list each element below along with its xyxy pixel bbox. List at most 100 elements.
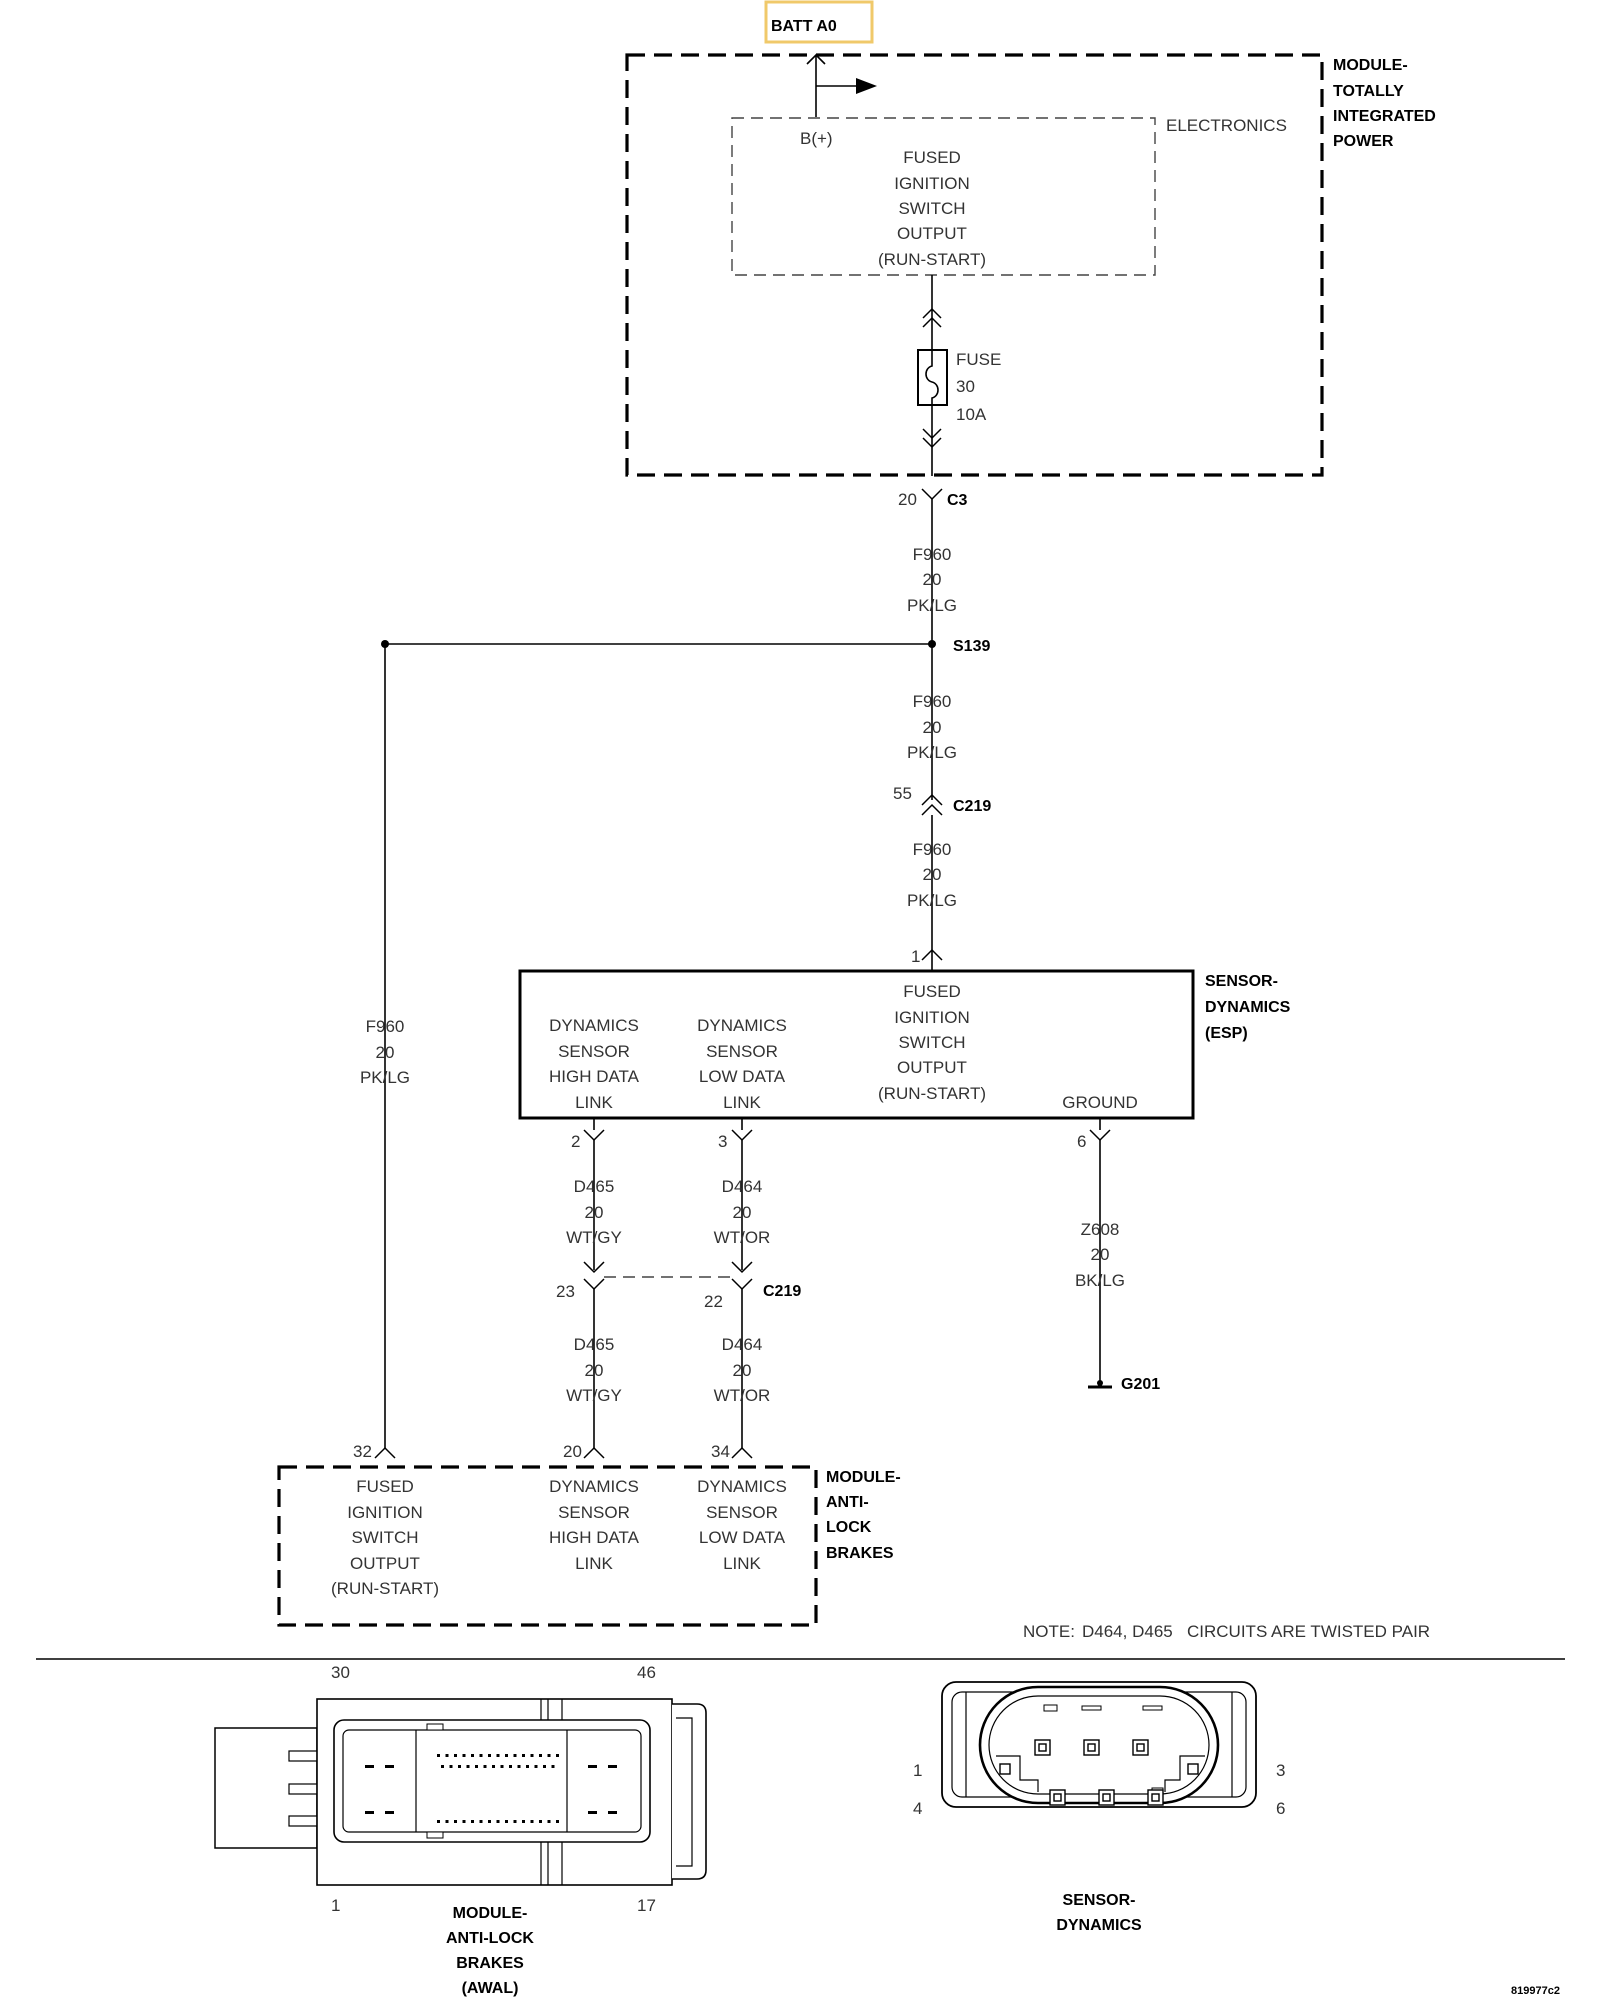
svg-text:20: 20 xyxy=(733,1361,752,1380)
svg-text:WT/GY: WT/GY xyxy=(566,1386,622,1405)
svg-text:SWITCH: SWITCH xyxy=(898,199,965,218)
svg-text:DYNAMICS: DYNAMICS xyxy=(1205,999,1291,1016)
svg-text:SENSOR: SENSOR xyxy=(706,1042,778,1061)
svg-text:55: 55 xyxy=(893,784,912,803)
svg-text:(AWAL): (AWAL) xyxy=(462,1980,519,1997)
abs-connector-pin-numbers: 30 46 1 17 xyxy=(331,1663,656,1915)
svg-text:(RUN-START): (RUN-START) xyxy=(878,1084,986,1103)
svg-text:HIGH DATA: HIGH DATA xyxy=(549,1067,640,1086)
svg-text:G201: G201 xyxy=(1121,1376,1160,1393)
svg-text:20: 20 xyxy=(585,1203,604,1222)
abs-pin-dot xyxy=(556,1820,559,1823)
esp-ground-label: GROUND xyxy=(1062,1093,1138,1112)
svg-text:20: 20 xyxy=(923,570,942,589)
bplus-label: B(+) xyxy=(800,129,833,148)
svg-text:BRAKES: BRAKES xyxy=(456,1955,524,1972)
twisted-pair-note: NOTE: D464, D465 CIRCUITS ARE TWISTED PA… xyxy=(1023,1622,1430,1641)
abs-pin-dot xyxy=(522,1820,525,1823)
svg-text:20: 20 xyxy=(898,490,917,509)
svg-text:D465: D465 xyxy=(574,1335,615,1354)
abs-pin-dot xyxy=(496,1754,500,1757)
abs-pin-dot xyxy=(483,1765,487,1768)
svg-text:INTEGRATED: INTEGRATED xyxy=(1333,108,1436,125)
svg-text:1: 1 xyxy=(331,1896,340,1915)
svg-text:C219: C219 xyxy=(953,798,991,815)
abs-pin-dot xyxy=(437,1820,440,1823)
svg-text:DYNAMICS: DYNAMICS xyxy=(549,1016,639,1035)
esp-low-data-link: DYNAMICS SENSOR LOW DATA LINK xyxy=(697,1016,787,1112)
sensor-dynamics-esp-box xyxy=(518,969,1195,1120)
svg-text:6: 6 xyxy=(1276,1799,1285,1818)
wire-d464-upper: D464 20 WT/OR xyxy=(714,1177,771,1247)
abs-pin-dot xyxy=(547,1754,551,1757)
electronics-box xyxy=(731,117,1156,276)
svg-text:IGNITION: IGNITION xyxy=(347,1503,423,1522)
svg-text:6: 6 xyxy=(1077,1132,1086,1151)
abs-pin-dot xyxy=(530,1754,534,1757)
esp-high-data-link: DYNAMICS SENSOR HIGH DATA LINK xyxy=(549,1016,640,1112)
esp-connector-face xyxy=(941,1681,1257,1808)
svg-text:WT/OR: WT/OR xyxy=(714,1386,771,1405)
abs-pin-dot xyxy=(471,1754,474,1757)
svg-text:20: 20 xyxy=(733,1203,752,1222)
svg-text:LINK: LINK xyxy=(575,1554,613,1573)
svg-text:ANTI-: ANTI- xyxy=(826,1494,869,1511)
svg-text:D465: D465 xyxy=(574,1177,615,1196)
abs-pin-dot xyxy=(509,1765,512,1768)
svg-text:POWER: POWER xyxy=(1333,133,1394,150)
svg-text:IGNITION: IGNITION xyxy=(894,1008,970,1027)
svg-text:LINK: LINK xyxy=(575,1093,613,1112)
fuse-label: FUSE 30 10A xyxy=(956,350,1001,424)
svg-text:(ESP): (ESP) xyxy=(1205,1025,1248,1042)
esp-connector-pin-numbers: 1 3 4 6 xyxy=(913,1761,1285,1818)
svg-text:OUTPUT: OUTPUT xyxy=(897,224,967,243)
svg-text:30: 30 xyxy=(331,1663,350,1682)
svg-text:BRAKES: BRAKES xyxy=(826,1545,894,1562)
abs-pin-dot xyxy=(462,1754,466,1757)
svg-text:1: 1 xyxy=(913,1761,922,1780)
wire-f960-b: F960 20 PK/LG xyxy=(907,692,957,762)
svg-text:2: 2 xyxy=(571,1132,580,1151)
svg-text:C3: C3 xyxy=(947,492,968,509)
abs-connector-face xyxy=(214,1698,707,1886)
abs-pin-dot xyxy=(492,1765,495,1768)
figure-id: 819977c2 xyxy=(1511,1985,1560,1997)
abs-pin-dot xyxy=(466,1765,470,1768)
abs-pin-dot xyxy=(505,1820,508,1823)
svg-text:MODULE-: MODULE- xyxy=(1333,57,1408,74)
svg-text:LINK: LINK xyxy=(723,1554,761,1573)
abs-pin-dot xyxy=(539,1820,542,1823)
abs-pin32-connector xyxy=(374,1446,396,1459)
svg-text:SENSOR-: SENSOR- xyxy=(1205,973,1278,990)
abs-pin-dot xyxy=(547,1820,551,1823)
svg-text:1: 1 xyxy=(911,947,920,966)
svg-text:F960: F960 xyxy=(913,692,952,711)
esp-pin6-connector xyxy=(1089,1129,1111,1142)
svg-text:SENSOR: SENSOR xyxy=(706,1503,778,1522)
svg-text:SENSOR: SENSOR xyxy=(558,1503,630,1522)
esp-pin1-connector xyxy=(921,948,943,961)
svg-text:LOW DATA: LOW DATA xyxy=(699,1067,786,1086)
svg-text:20: 20 xyxy=(563,1442,582,1461)
svg-text:C219: C219 xyxy=(763,1283,801,1300)
abs-pin-dot xyxy=(488,1754,491,1757)
svg-text:WT/OR: WT/OR xyxy=(714,1228,771,1247)
abs-pin-dot xyxy=(441,1765,444,1768)
esp-title: SENSOR- DYNAMICS (ESP) xyxy=(1205,973,1291,1042)
svg-text:23: 23 xyxy=(556,1282,575,1301)
svg-text:F960: F960 xyxy=(913,840,952,859)
svg-text:DYNAMICS: DYNAMICS xyxy=(697,1016,787,1035)
wire-d464-lower: D464 20 WT/OR xyxy=(714,1335,771,1405)
svg-text:D464: D464 xyxy=(722,1177,763,1196)
svg-text:MODULE-: MODULE- xyxy=(826,1469,901,1486)
svg-text:DYNAMICS: DYNAMICS xyxy=(549,1477,639,1496)
abs-pin34-connector xyxy=(731,1446,753,1459)
abs-pin-dot xyxy=(500,1765,504,1768)
svg-text:17: 17 xyxy=(637,1896,656,1915)
esp-pin2-connector xyxy=(583,1129,605,1142)
svg-text:SENSOR: SENSOR xyxy=(558,1042,630,1061)
wire-f960-a: F960 20 PK/LG xyxy=(907,545,957,615)
wire-d465-lower: D465 20 WT/GY xyxy=(566,1335,622,1405)
esp-pin3-connector xyxy=(731,1129,753,1142)
